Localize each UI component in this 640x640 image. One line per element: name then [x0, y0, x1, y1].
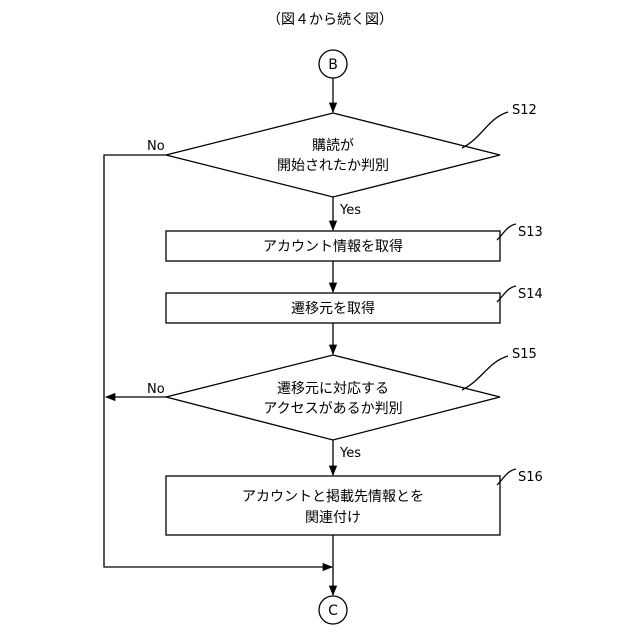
s14-id: S14: [518, 287, 543, 302]
s12-text-line1: 購読が: [312, 137, 354, 154]
s12-leader: [462, 112, 508, 148]
s13-text: アカウント情報を取得: [263, 238, 403, 255]
s16-text-line1: アカウントと掲載先情報とを: [242, 489, 424, 505]
process-s16: [166, 476, 500, 535]
s15-id: S15: [512, 347, 537, 362]
s16-text-line2: 関連付け: [305, 510, 361, 526]
connector-end-label: C: [328, 603, 338, 619]
s15-text-line1: 遷移元に対応する: [277, 381, 389, 397]
s14-text: 遷移元を取得: [291, 300, 375, 317]
s12-no-label: No: [147, 139, 165, 154]
s12-yes-label: Yes: [339, 203, 361, 218]
s15-yes-label: Yes: [339, 446, 361, 461]
s15-no-label: No: [147, 382, 165, 397]
decision-s12: [166, 113, 500, 197]
s13-id: S13: [518, 225, 543, 240]
s15-leader: [462, 356, 508, 390]
s15-text-line2: アクセスがあるか判別: [263, 401, 402, 417]
connector-start-label: B: [328, 57, 338, 73]
s12-id: S12: [512, 103, 537, 118]
page-title: （図４から続く図）: [267, 11, 393, 28]
decision-s15: [166, 355, 500, 440]
s12-text-line2: 開始されたか判別: [277, 158, 389, 174]
s16-id: S16: [518, 470, 543, 485]
